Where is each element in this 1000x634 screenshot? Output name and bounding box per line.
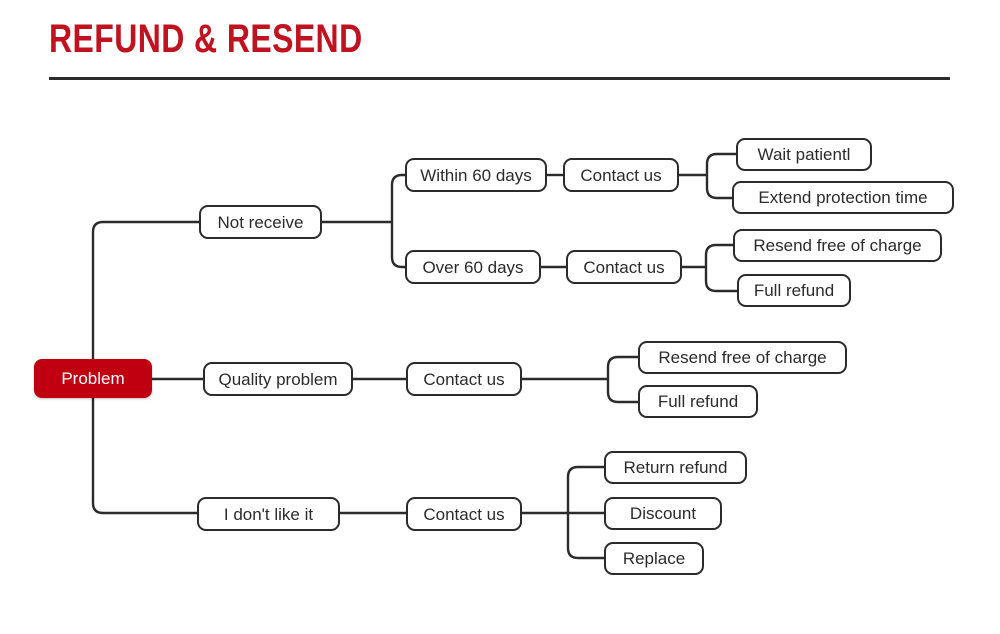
node-label: Wait patientl — [757, 145, 851, 164]
node-label: Problem — [61, 369, 125, 388]
edge-notreceive-to-within60 — [390, 173, 405, 222]
node-label: Extend protection time — [758, 188, 928, 207]
node-label: Resend free of charge — [658, 348, 827, 367]
node-label: Not receive — [217, 212, 304, 232]
title-divider — [49, 77, 950, 80]
node-label: Contact us — [423, 504, 505, 524]
node-extend-protection-time[interactable]: Extend protection time — [732, 181, 954, 214]
node-label: Over 60 days — [422, 257, 524, 277]
node-label: Contact us — [580, 165, 662, 185]
node-label: Full refund — [657, 392, 739, 411]
edge-contact3-to-fullrefund — [606, 379, 638, 404]
node-problem[interactable]: Problem — [34, 359, 152, 398]
edge-contact1-to-extend — [705, 175, 732, 200]
node-contact-us-quality[interactable]: Contact us — [406, 362, 522, 396]
node-i-dont-like-it[interactable]: I don't like it — [197, 497, 340, 531]
node-not-receive[interactable]: Not receive — [199, 205, 322, 239]
node-label: Resend free of charge — [753, 236, 922, 255]
node-wait-patiently[interactable]: Wait patientl — [736, 138, 872, 171]
edge-notreceive-to-over60 — [390, 222, 405, 269]
node-full-refund-quality[interactable]: Full refund — [638, 385, 758, 418]
node-label: I don't like it — [223, 504, 314, 524]
node-replace[interactable]: Replace — [604, 542, 704, 575]
node-label: Contact us — [423, 369, 505, 389]
node-resend-free-of-charge-over60[interactable]: Resend free of charge — [733, 229, 942, 262]
edge-contact2-to-resend — [704, 243, 733, 267]
edge-contact3-to-resend — [606, 355, 638, 379]
node-label: Quality problem — [218, 369, 338, 389]
edge-contact2-to-fullrefund — [704, 267, 737, 293]
edge-root-to-dislike — [91, 379, 197, 515]
node-quality-problem[interactable]: Quality problem — [203, 362, 353, 396]
node-label: Return refund — [623, 458, 728, 477]
page-title: REFUND & RESEND — [49, 17, 363, 61]
edge-root-to-not-receive — [91, 220, 199, 379]
node-contact-us-dislike[interactable]: Contact us — [406, 497, 522, 531]
node-label: Within 60 days — [420, 165, 532, 185]
edge-contact1-to-wait — [705, 152, 736, 175]
node-return-refund[interactable]: Return refund — [604, 451, 747, 484]
node-label: Contact us — [583, 257, 665, 277]
node-within-60-days[interactable]: Within 60 days — [405, 158, 547, 192]
node-over-60-days[interactable]: Over 60 days — [405, 250, 541, 284]
node-label: Full refund — [753, 281, 835, 300]
edge-contact4-to-replace — [566, 513, 604, 560]
node-discount[interactable]: Discount — [604, 497, 722, 530]
edge-contact4-to-return — [566, 465, 604, 513]
node-label: Discount — [629, 504, 697, 523]
node-contact-us-within60[interactable]: Contact us — [563, 158, 679, 192]
node-label: Replace — [622, 549, 686, 568]
node-full-refund-over60[interactable]: Full refund — [737, 274, 851, 307]
node-resend-free-of-charge-quality[interactable]: Resend free of charge — [638, 341, 847, 374]
node-contact-us-over60[interactable]: Contact us — [566, 250, 682, 284]
